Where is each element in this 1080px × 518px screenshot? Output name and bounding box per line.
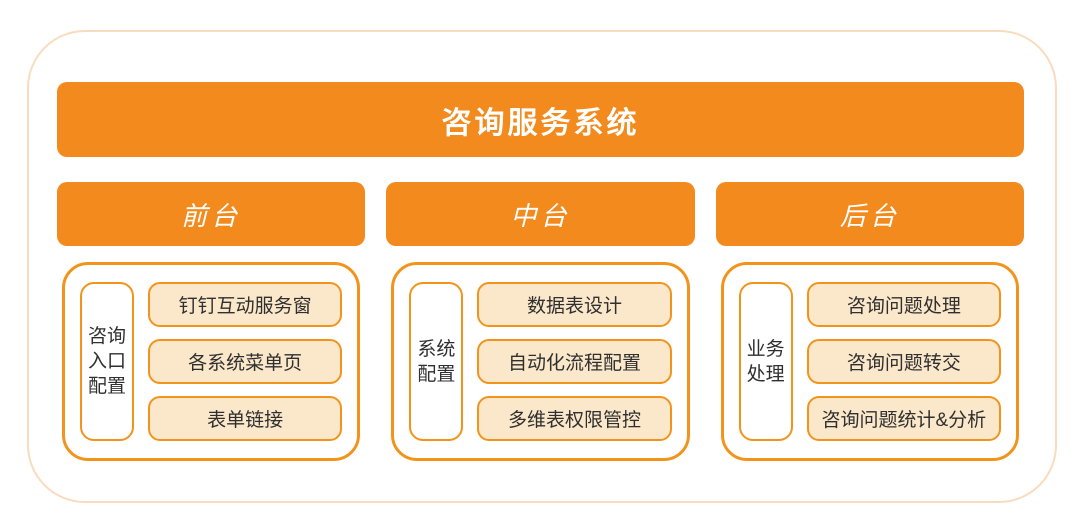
columns-row: 前台 咨询 入口 配置 钉钉互动服务窗 各系统菜单页 表单链接 中台 [57,182,1024,461]
item-consult-issue-stats-analysis: 咨询问题统计&分析 [806,396,1001,441]
column-midplatform-header: 中台 [386,182,695,246]
system-title-bar: 咨询服务系统 [57,82,1024,157]
column-frontdesk-group: 咨询 入口 配置 钉钉互动服务窗 各系统菜单页 表单链接 [62,262,361,461]
column-midplatform: 中台 系统 配置 数据表设计 自动化流程配置 多维表权限管控 [386,182,695,461]
diagram-content: 咨询服务系统 前台 咨询 入口 配置 钉钉互动服务窗 各系统菜单页 表单链接 [57,82,1024,461]
column-backoffice-header-label: 后台 [839,200,900,231]
item-consult-issue-handling: 咨询问题处理 [806,282,1001,327]
item-form-links: 表单链接 [148,396,343,441]
item-data-table-design: 数据表设计 [477,282,672,327]
item-automation-flow-config: 自动化流程配置 [477,339,672,384]
column-frontdesk-header-label: 前台 [181,200,242,231]
column-midplatform-items: 数据表设计 自动化流程配置 多维表权限管控 [477,282,672,441]
column-midplatform-side-label: 系统 配置 [409,282,464,441]
column-frontdesk-header: 前台 [57,182,366,246]
column-backoffice-side-label: 业务 处理 [738,282,793,441]
system-title: 咨询服务系统 [441,106,640,140]
column-backoffice-group: 业务 处理 咨询问题处理 咨询问题转交 咨询问题统计&分析 [720,262,1019,461]
column-frontdesk: 前台 咨询 入口 配置 钉钉互动服务窗 各系统菜单页 表单链接 [57,182,366,461]
item-consult-issue-transfer: 咨询问题转交 [806,339,1001,384]
outer-container: 咨询服务系统 前台 咨询 入口 配置 钉钉互动服务窗 各系统菜单页 表单链接 [27,30,1057,503]
column-backoffice-header: 后台 [715,182,1024,246]
column-frontdesk-side-label: 咨询 入口 配置 [80,282,134,441]
column-backoffice: 后台 业务 处理 咨询问题处理 咨询问题转交 咨询问题统计&分析 [715,182,1024,461]
column-backoffice-items: 咨询问题处理 咨询问题转交 咨询问题统计&分析 [806,282,1001,441]
item-dingtalk-service-window: 钉钉互动服务窗 [148,282,343,327]
column-midplatform-group: 系统 配置 数据表设计 自动化流程配置 多维表权限管控 [391,262,690,461]
item-multitable-permission-control: 多维表权限管控 [477,396,672,441]
item-system-menu-pages: 各系统菜单页 [148,339,343,384]
column-frontdesk-items: 钉钉互动服务窗 各系统菜单页 表单链接 [148,282,343,441]
column-midplatform-header-label: 中台 [510,200,571,231]
